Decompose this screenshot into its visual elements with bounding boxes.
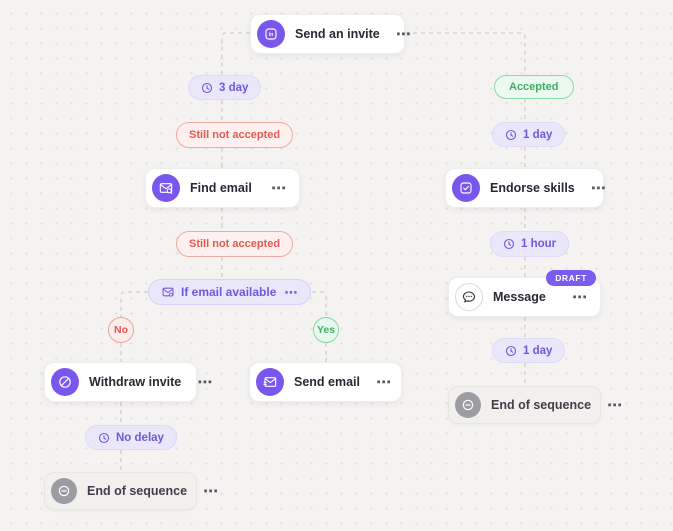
draft-badge: DRAFT: [546, 270, 596, 286]
withdraw-icon: [51, 368, 79, 396]
condition-pill-still-not-accepted-2: Still not accepted: [176, 231, 294, 257]
clock-icon: [505, 129, 517, 141]
node-send-email[interactable]: Send email ⋯: [249, 362, 402, 402]
branch-badge-label: No: [114, 324, 128, 336]
condition-pill-label: Still not accepted: [189, 238, 281, 250]
delay-pill-label: 1 hour: [521, 238, 557, 250]
more-menu-button[interactable]: ⋯: [395, 25, 412, 43]
node-label: End of sequence: [491, 398, 592, 412]
condition-pill-still-not-accepted-1: Still not accepted: [176, 122, 294, 148]
linkedin-icon: in: [257, 20, 285, 48]
more-menu-button[interactable]: ⋯: [607, 396, 624, 414]
send-email-icon: [256, 368, 284, 396]
delay-pill-label: 1 day: [523, 344, 553, 357]
node-find-email[interactable]: Find email ⋯: [145, 168, 300, 208]
email-settings-icon: [161, 285, 175, 299]
svg-text:in: in: [269, 32, 274, 38]
clock-icon: [201, 82, 213, 94]
clock-icon: [98, 432, 110, 444]
clock-icon: [503, 238, 515, 250]
branch-badge-yes: Yes: [313, 317, 339, 343]
condition-node-label: If email available: [181, 285, 277, 299]
node-label: Send an invite: [295, 27, 380, 41]
delay-pill-label: No delay: [116, 431, 164, 444]
more-menu-button[interactable]: ⋯: [590, 179, 607, 197]
branch-badge-no: No: [108, 317, 134, 343]
end-minus-icon: [51, 478, 77, 504]
more-menu-button[interactable]: ⋯: [271, 179, 287, 197]
condition-node-if-email-available[interactable]: If email available ⋯: [148, 279, 312, 305]
clock-icon: [505, 345, 517, 357]
delay-pill-1-day-bottom[interactable]: 1 day: [492, 338, 566, 363]
node-label: Endorse skills: [490, 181, 575, 195]
node-label: Withdraw invite: [89, 375, 182, 389]
more-menu-button[interactable]: ⋯: [203, 482, 220, 500]
more-menu-button[interactable]: ⋯: [572, 288, 588, 306]
node-end-of-sequence-left[interactable]: End of sequence ⋯: [44, 472, 218, 510]
chat-bubble-icon: [455, 283, 483, 311]
node-label: Send email: [294, 375, 360, 389]
delay-pill-1-hour[interactable]: 1 hour: [490, 231, 570, 257]
email-search-icon: [152, 174, 180, 202]
connector-invite-to-3day: [221, 32, 250, 75]
delay-pill-label: 3 day: [219, 81, 249, 94]
condition-pill-accepted: Accepted: [494, 75, 574, 99]
endorse-check-icon: [452, 174, 480, 202]
condition-pill-label: Still not accepted: [189, 129, 281, 141]
node-end-of-sequence-right[interactable]: End of sequence ⋯: [448, 386, 622, 424]
delay-pill-label: 1 day: [523, 128, 553, 141]
more-menu-button[interactable]: ⋯: [284, 284, 299, 300]
condition-pill-label: Accepted: [509, 81, 559, 93]
node-label: Find email: [190, 181, 252, 195]
node-message[interactable]: DRAFT Message ⋯: [448, 270, 601, 317]
node-label: End of sequence: [87, 484, 188, 498]
end-minus-icon: [455, 392, 481, 418]
node-send-invite[interactable]: in Send an invite ⋯: [250, 14, 411, 54]
delay-pill-1-day-top[interactable]: 1 day: [492, 122, 566, 147]
branch-badge-label: Yes: [316, 324, 336, 336]
delay-pill-no-delay[interactable]: No delay: [85, 425, 177, 450]
more-menu-button[interactable]: ⋯: [376, 373, 392, 391]
node-withdraw-invite[interactable]: Withdraw invite ⋯: [44, 362, 212, 402]
connector-condition-to-no: [120, 291, 148, 317]
delay-pill-3-day[interactable]: 3 day: [188, 75, 262, 100]
connector-invite-to-accepted: [405, 32, 526, 75]
node-endorse-skills[interactable]: Endorse skills ⋯: [445, 168, 607, 208]
node-label: Message: [493, 290, 546, 304]
more-menu-button[interactable]: ⋯: [197, 373, 214, 391]
